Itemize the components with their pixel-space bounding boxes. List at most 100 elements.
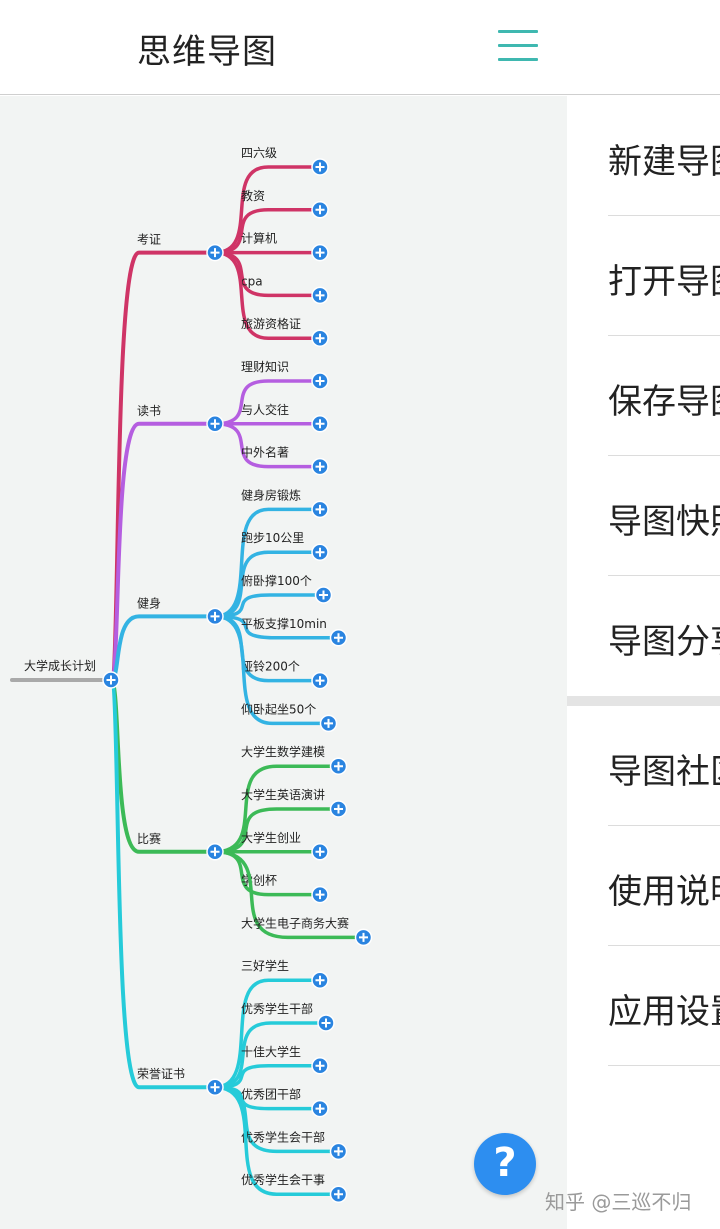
- branch-node-label: 健身: [137, 595, 161, 610]
- plus-glyph: [315, 547, 325, 557]
- plus-glyph: [315, 890, 325, 900]
- menu-item-label: 应用设置: [608, 992, 720, 1032]
- branch-node-label: 荣誉证书: [137, 1067, 185, 1081]
- branch-node-label: 读书: [137, 404, 161, 418]
- plus-glyph: [334, 1189, 343, 1199]
- branch-line: [109, 421, 217, 682]
- plus-glyph: [359, 932, 368, 942]
- plus-glyph: [324, 718, 333, 728]
- plus-glyph: [210, 611, 220, 621]
- leaf-node-label: 四六级: [241, 146, 277, 160]
- leaf-node-label: 计算机: [241, 231, 277, 246]
- leaf-node-label: 理财知识: [241, 360, 289, 374]
- connector-line: [213, 165, 322, 255]
- branch-line: [109, 678, 217, 1090]
- plus-glyph: [315, 333, 325, 343]
- leaf-node-label: 俯卧撑100个: [241, 573, 312, 588]
- plus-glyph: [315, 975, 325, 985]
- leaf-node-label: 教资: [241, 188, 265, 203]
- leaf-node-label: 健身房锻炼: [241, 487, 301, 502]
- branch-line: [109, 614, 217, 682]
- help-button[interactable]: ?: [474, 1133, 536, 1195]
- connector-line: [213, 507, 322, 619]
- plus-glyph: [315, 376, 325, 386]
- plus-glyph: [210, 419, 220, 429]
- hamburger-menu-icon[interactable]: [493, 26, 543, 66]
- menu-item-label: 导图社区: [608, 752, 720, 792]
- question-icon: ?: [493, 1140, 517, 1186]
- menu-item-label: 保存导图: [608, 382, 720, 422]
- leaf-node-label: 旅游资格证: [241, 316, 301, 331]
- leaf-node-label: 与人交往: [241, 402, 289, 417]
- menu-item-save[interactable]: 保存导图: [608, 336, 720, 456]
- menu-item-community[interactable]: 导图社区: [608, 706, 720, 826]
- menu-item-open[interactable]: 打开导图: [608, 216, 720, 336]
- plus-glyph: [334, 761, 343, 771]
- leaf-node-label: 哑铃200个: [241, 659, 300, 674]
- leaf-node-label: 大学生创业: [241, 830, 301, 845]
- leaf-node-label: 优秀团干部: [241, 1087, 301, 1102]
- menu-item-new[interactable]: 新建导图: [608, 96, 720, 216]
- plus-glyph: [315, 205, 325, 215]
- menu-item-label: 导图快照: [608, 502, 720, 542]
- plus-glyph: [210, 847, 220, 857]
- leaf-node-label: 优秀学生干部: [241, 1001, 313, 1016]
- connector-line: [213, 550, 322, 619]
- connector-line: [213, 1064, 322, 1089]
- plus-glyph: [315, 419, 325, 429]
- menu-item-manual[interactable]: 使用说明: [608, 826, 720, 946]
- menu-item-label: 打开导图: [608, 262, 720, 302]
- leaf-node-label: 优秀学生会干事: [241, 1172, 325, 1187]
- menu-item-label: 新建导图: [608, 142, 720, 182]
- branch-line: [109, 678, 217, 854]
- leaf-node-label: 学创杯: [241, 873, 277, 888]
- plus-glyph: [321, 1018, 331, 1028]
- leaf-node-label: 优秀学生会干部: [241, 1129, 325, 1144]
- plus-glyph: [315, 676, 325, 686]
- plus-glyph: [334, 633, 343, 643]
- plus-glyph: [315, 1104, 325, 1114]
- plus-glyph: [334, 1146, 343, 1156]
- leaf-node-label: 跑步10公里: [241, 531, 304, 545]
- plus-glyph: [315, 248, 325, 258]
- connector-line: [213, 807, 341, 854]
- branch-node-label: 比赛: [137, 831, 161, 846]
- connector-line: [213, 614, 331, 726]
- app-header: 思维导图: [0, 0, 720, 95]
- connector-line: [213, 978, 322, 1089]
- leaf-node-label: 大学生英语演讲: [241, 787, 325, 802]
- connector-line: [213, 379, 322, 426]
- connector-line: [213, 422, 322, 469]
- branch-node-label: 考证: [137, 233, 161, 247]
- connector-line: [213, 764, 341, 854]
- plus-glyph: [315, 290, 325, 300]
- plus-glyph: [315, 162, 325, 172]
- plus-glyph: [315, 1061, 325, 1071]
- root-node-label: 大学成长计划: [24, 658, 96, 673]
- connector-line: [213, 208, 322, 255]
- leaf-node-label: 三好学生: [241, 958, 289, 973]
- leaf-node-label: cpa: [241, 274, 263, 288]
- leaf-node-label: 平板支撑10min: [241, 616, 327, 631]
- leaf-node-label: 大学生数学建模: [241, 744, 325, 759]
- connector-line: [213, 250, 322, 340]
- connector-line: [213, 614, 341, 640]
- leaf-node-label: 中外名著: [241, 445, 289, 460]
- leaf-node-label: 仰卧起坐50个: [241, 701, 316, 716]
- mindmap-canvas[interactable]: 大学成长计划 考证 四六级教资计算机 cpa 旅游资格证读书 理财知识与人交往中外名著健身…: [0, 96, 567, 1229]
- plus-glyph: [334, 804, 343, 814]
- menu-item-label: 使用说明: [608, 872, 720, 912]
- menu-item-settings[interactable]: 应用设置: [608, 946, 720, 1066]
- connector-line: [213, 850, 366, 940]
- menu-item-share[interactable]: 导图分享: [608, 576, 720, 696]
- side-menu: 新建导图 打开导图 保存导图 导图快照 导图分享 导图社区 使用说明 应用设置: [567, 96, 720, 1229]
- plus-glyph: [106, 675, 116, 685]
- plus-glyph: [210, 1082, 220, 1092]
- plus-glyph: [315, 504, 325, 514]
- connector-line: [213, 1085, 341, 1196]
- leaf-node-label: 十佳大学生: [241, 1044, 301, 1059]
- menu-item-snapshot[interactable]: 导图快照: [608, 456, 720, 576]
- plus-glyph: [319, 590, 328, 600]
- plus-glyph: [315, 847, 325, 857]
